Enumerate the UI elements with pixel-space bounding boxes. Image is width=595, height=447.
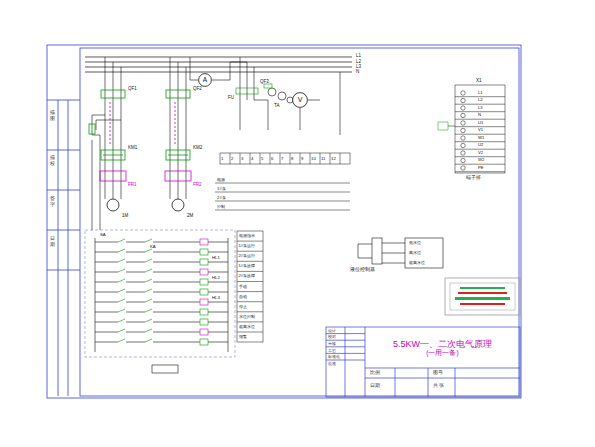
label-text: 电源 — [217, 178, 225, 182]
label-text: TA — [274, 104, 279, 109]
label-text: U2 — [478, 143, 483, 147]
label-text: 工艺 — [328, 349, 336, 353]
label-text: 批准 — [328, 362, 336, 366]
label-text: V1 — [478, 128, 483, 132]
title-text: (一用一备) — [426, 349, 458, 356]
label-text: HL2 — [212, 276, 220, 280]
label-text: 报警 — [239, 335, 247, 339]
terminal-table — [215, 153, 350, 210]
label-text: 4 — [251, 157, 253, 161]
label-text: 控制 — [217, 205, 225, 209]
label-text: 9 — [301, 157, 303, 161]
label-text: 2 — [231, 157, 233, 161]
label-text: 日期 — [50, 236, 55, 247]
label-text: 审核 — [328, 342, 336, 346]
label-text: 1M — [122, 214, 128, 219]
label-text: 校对 — [328, 335, 336, 339]
label-text: HL3 — [212, 296, 220, 300]
title-block — [326, 327, 520, 397]
label-text: QF1 — [128, 87, 137, 92]
label-text: 自动 — [239, 295, 247, 299]
label-text: 签字 — [50, 196, 55, 207]
label-text: KM1 — [128, 146, 137, 151]
label-text: 1#泵故障 — [239, 264, 256, 268]
label-text: 端子排 — [466, 176, 481, 181]
label-text: 标准化 — [328, 355, 340, 359]
label-text: KA — [150, 245, 156, 249]
label-text: FR2 — [193, 183, 202, 188]
control-circuit — [85, 230, 235, 373]
label-text: V2 — [478, 151, 483, 155]
metering-branch — [190, 57, 340, 135]
label-text: FU — [228, 96, 234, 101]
label-text: L3 — [356, 65, 361, 70]
label-text: W1 — [478, 136, 484, 140]
label-text: PE — [478, 166, 484, 170]
label-text: 高水位 — [409, 251, 421, 255]
label-text: 超高水位 — [239, 325, 255, 329]
label-text: 2#泵 — [217, 196, 226, 200]
power-bus — [85, 57, 352, 72]
nameplate — [445, 278, 520, 315]
label-text: L2 — [356, 60, 361, 65]
label-text: SA — [100, 233, 106, 237]
label-text: 描图 — [50, 110, 55, 121]
label-text: 5 — [261, 157, 263, 161]
motor-symbols — [107, 199, 184, 211]
meter-letter: V — [298, 96, 303, 104]
label-text: 比例 — [370, 371, 380, 376]
label-text: 手动 — [239, 285, 247, 289]
label-text: 超高水位 — [409, 261, 425, 265]
label-text: W2 — [478, 158, 484, 162]
label-text: 1#泵运行 — [239, 244, 256, 248]
label-text: 7 — [281, 157, 283, 161]
label-text: 水位控制 — [239, 315, 255, 319]
label-text: QF3 — [260, 80, 269, 85]
label-text: 停止 — [239, 305, 247, 309]
label-text: 8 — [291, 157, 293, 161]
drawing-frame — [47, 45, 521, 398]
meter-circle: A — [198, 73, 212, 87]
label-text: 3 — [241, 157, 243, 161]
label-text: KM2 — [193, 146, 202, 151]
motor-feeders — [92, 57, 186, 230]
label-text: N — [478, 113, 481, 117]
label-text: QF2 — [193, 87, 202, 92]
label-text: N — [356, 70, 359, 75]
label-text: 6 — [271, 157, 273, 161]
label-text: L1 — [356, 54, 361, 59]
label-text: 图号 — [433, 371, 443, 376]
breakers-contactors — [89, 90, 191, 181]
label-text: L3 — [478, 106, 483, 110]
label-text: 电源指示 — [239, 234, 255, 238]
label-text: U1 — [478, 121, 483, 125]
label-text: L2 — [478, 98, 483, 102]
label-text: 2#泵运行 — [239, 254, 256, 258]
title-text: 5.5KW一、二次电气原理 — [393, 339, 492, 349]
label-text: 设计 — [328, 329, 336, 333]
meter-letter: A — [203, 76, 207, 83]
label-text: 共 张 — [433, 384, 444, 389]
label-text: HL1 — [212, 256, 220, 260]
label-text: 1#泵 — [217, 187, 226, 191]
label-text: L1 — [478, 91, 483, 95]
terminal-strip — [438, 85, 505, 173]
label-text: 11 — [321, 157, 325, 161]
level-controller — [358, 238, 443, 268]
label-text: 日期 — [370, 384, 380, 389]
control-legend-table — [237, 231, 263, 342]
title-cell: 5.5KW一、二次电气原理(一用一备) — [366, 328, 519, 367]
label-text: 10 — [311, 157, 316, 161]
label-text: FR1 — [128, 183, 137, 188]
label-text: 1 — [221, 157, 223, 161]
meter-circle: V — [292, 92, 308, 108]
label-text: X1 — [476, 79, 482, 84]
label-text: 12 — [331, 157, 336, 161]
label-text: 低水位 — [409, 241, 421, 245]
label-text: 2#泵故障 — [239, 274, 256, 278]
label-text: 描校 — [50, 155, 55, 166]
label-text: 液位控制器 — [350, 268, 375, 273]
label-text: 2M — [187, 214, 193, 219]
